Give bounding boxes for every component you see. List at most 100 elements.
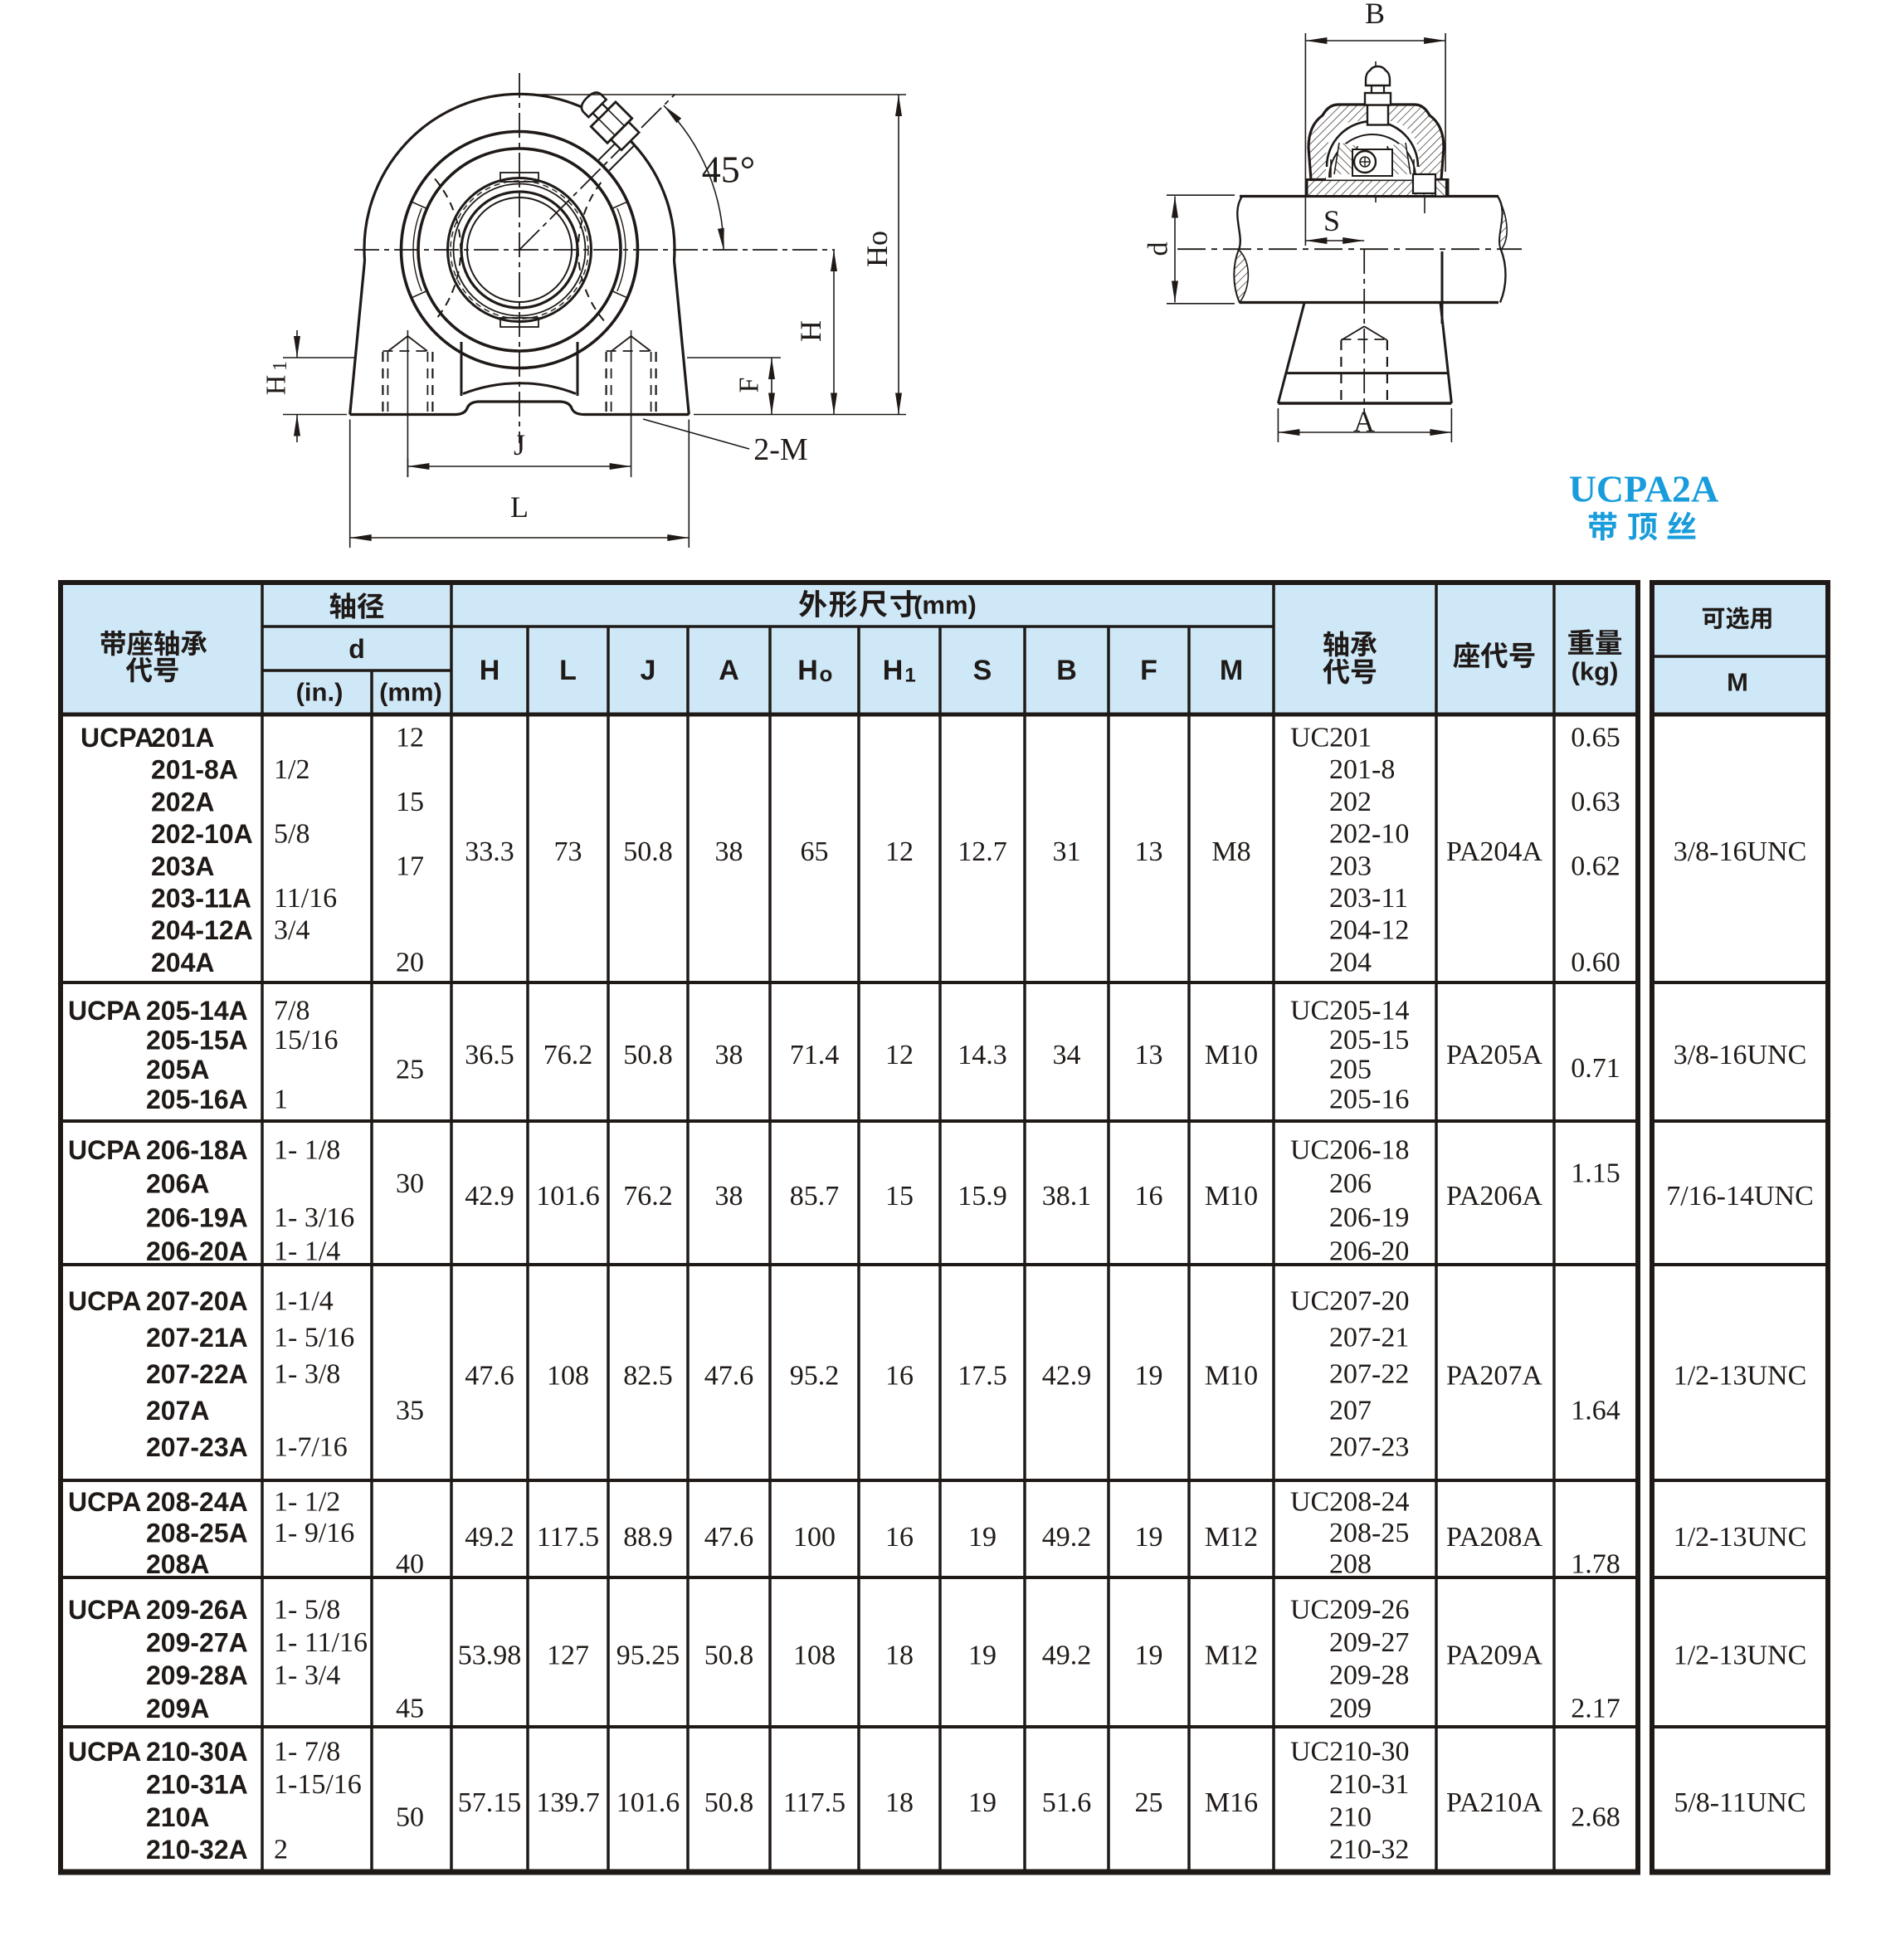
svg-text:38: 38 bbox=[715, 836, 743, 867]
svg-text:45°: 45° bbox=[702, 149, 755, 191]
svg-text:2-M: 2-M bbox=[753, 432, 807, 467]
svg-text:S: S bbox=[1323, 204, 1340, 237]
svg-text:36.5: 36.5 bbox=[465, 1040, 514, 1070]
svg-text:201A: 201A bbox=[151, 723, 215, 753]
svg-text:1/2-13UNC: 1/2-13UNC bbox=[1674, 1641, 1807, 1671]
svg-text:M: M bbox=[1727, 668, 1748, 697]
svg-text:204A: 204A bbox=[151, 948, 215, 978]
svg-text:206-20: 206-20 bbox=[1329, 1236, 1409, 1267]
svg-text:206: 206 bbox=[1329, 1168, 1372, 1199]
svg-text:UCPA: UCPA bbox=[68, 1737, 141, 1767]
svg-text:202A: 202A bbox=[151, 787, 215, 817]
svg-text:17: 17 bbox=[396, 851, 424, 881]
svg-text:95.2: 95.2 bbox=[790, 1361, 840, 1392]
svg-text:207-20A: 207-20A bbox=[146, 1286, 248, 1316]
svg-text:203A: 203A bbox=[151, 851, 215, 881]
svg-text:M12: M12 bbox=[1205, 1641, 1258, 1671]
svg-text:208: 208 bbox=[1329, 1548, 1372, 1579]
svg-text:2: 2 bbox=[274, 1835, 288, 1865]
svg-text:25: 25 bbox=[396, 1055, 424, 1085]
svg-text:12: 12 bbox=[396, 723, 424, 753]
svg-text:57.15: 57.15 bbox=[458, 1787, 522, 1818]
svg-text:49.2: 49.2 bbox=[1042, 1641, 1092, 1671]
svg-text:34: 34 bbox=[1053, 1040, 1081, 1070]
svg-text:209-27A: 209-27A bbox=[146, 1628, 248, 1658]
svg-text:209-28A: 209-28A bbox=[146, 1660, 248, 1690]
svg-text:d: d bbox=[348, 634, 365, 664]
svg-text:2.68: 2.68 bbox=[1571, 1802, 1620, 1832]
svg-text:205A: 205A bbox=[146, 1055, 210, 1085]
svg-text:0.65: 0.65 bbox=[1571, 723, 1620, 753]
svg-text:31: 31 bbox=[1053, 836, 1081, 867]
svg-text:210-30A: 210-30A bbox=[146, 1737, 248, 1767]
svg-text:202-10: 202-10 bbox=[1329, 819, 1409, 850]
svg-text:18: 18 bbox=[885, 1641, 914, 1671]
svg-text:209A: 209A bbox=[146, 1694, 210, 1724]
svg-text:205-16A: 205-16A bbox=[146, 1085, 248, 1114]
svg-text:50.8: 50.8 bbox=[623, 836, 673, 867]
svg-text:1.78: 1.78 bbox=[1571, 1548, 1620, 1579]
svg-text:UCPA: UCPA bbox=[68, 1487, 141, 1517]
svg-text:139.7: 139.7 bbox=[536, 1787, 600, 1818]
svg-text:47.6: 47.6 bbox=[704, 1522, 754, 1553]
svg-text:50: 50 bbox=[396, 1802, 424, 1832]
svg-text:108: 108 bbox=[547, 1361, 589, 1392]
svg-text:205: 205 bbox=[1329, 1055, 1372, 1085]
svg-text:205-16: 205-16 bbox=[1329, 1084, 1409, 1114]
svg-text:12: 12 bbox=[885, 1040, 914, 1070]
svg-text:5/8-11UNC: 5/8-11UNC bbox=[1674, 1787, 1805, 1818]
svg-text:UC208-24: UC208-24 bbox=[1290, 1487, 1410, 1518]
svg-text:1/2: 1/2 bbox=[274, 754, 309, 785]
svg-text:16: 16 bbox=[885, 1361, 914, 1392]
svg-text:1- 5/16: 1- 5/16 bbox=[274, 1323, 354, 1353]
svg-text:209: 209 bbox=[1329, 1693, 1372, 1724]
svg-text:210-31A: 210-31A bbox=[146, 1769, 248, 1799]
svg-text:76.2: 76.2 bbox=[543, 1040, 593, 1070]
svg-text:1: 1 bbox=[270, 361, 291, 371]
svg-text:117.5: 117.5 bbox=[783, 1787, 845, 1818]
svg-text:5/8: 5/8 bbox=[274, 819, 309, 850]
svg-text:205-14A: 205-14A bbox=[146, 996, 248, 1026]
svg-text:206-20A: 206-20A bbox=[146, 1236, 248, 1266]
svg-text:25: 25 bbox=[1135, 1787, 1163, 1818]
svg-text:207-21A: 207-21A bbox=[146, 1323, 248, 1353]
svg-text:d: d bbox=[1143, 242, 1174, 256]
svg-text:95.25: 95.25 bbox=[616, 1641, 680, 1671]
svg-text:40: 40 bbox=[396, 1548, 424, 1579]
svg-text:1- 3/16: 1- 3/16 bbox=[274, 1202, 354, 1233]
svg-text:207: 207 bbox=[1329, 1396, 1372, 1426]
svg-text:1- 1/2: 1- 1/2 bbox=[274, 1487, 340, 1518]
svg-text:207A: 207A bbox=[146, 1396, 210, 1426]
svg-text:1- 9/16: 1- 9/16 bbox=[274, 1518, 354, 1548]
svg-text:0.62: 0.62 bbox=[1571, 851, 1620, 881]
svg-text:205-15A: 205-15A bbox=[146, 1026, 248, 1056]
svg-text:(mm): (mm) bbox=[379, 678, 442, 707]
svg-text:208-24A: 208-24A bbox=[146, 1487, 248, 1517]
svg-text:1: 1 bbox=[274, 1084, 288, 1114]
svg-text:UC210-30: UC210-30 bbox=[1290, 1737, 1410, 1767]
svg-text:15: 15 bbox=[885, 1181, 914, 1212]
svg-text:M16: M16 bbox=[1205, 1787, 1258, 1818]
svg-text:1.64: 1.64 bbox=[1571, 1396, 1620, 1426]
svg-text:108: 108 bbox=[793, 1641, 836, 1671]
svg-text:101.6: 101.6 bbox=[616, 1787, 680, 1818]
svg-text:UCPA: UCPA bbox=[68, 1286, 141, 1316]
svg-text:M10: M10 bbox=[1205, 1040, 1258, 1070]
svg-text:15: 15 bbox=[396, 787, 424, 817]
svg-text:19: 19 bbox=[1135, 1522, 1163, 1553]
svg-text:A: A bbox=[719, 655, 739, 686]
svg-text:PA205A: PA205A bbox=[1446, 1040, 1542, 1070]
svg-text:Ho: Ho bbox=[860, 231, 894, 267]
svg-text:3/4: 3/4 bbox=[274, 915, 309, 946]
svg-text:1- 1/8: 1- 1/8 bbox=[274, 1135, 340, 1166]
svg-text:207-23: 207-23 bbox=[1329, 1432, 1409, 1463]
svg-text:210: 210 bbox=[1329, 1802, 1372, 1832]
svg-text:38.1: 38.1 bbox=[1042, 1181, 1092, 1212]
svg-text:127: 127 bbox=[547, 1641, 589, 1671]
svg-text:1- 1/4: 1- 1/4 bbox=[274, 1236, 340, 1267]
svg-text:1-1/4: 1-1/4 bbox=[274, 1286, 334, 1317]
svg-text:35: 35 bbox=[396, 1396, 424, 1426]
svg-text:H: H bbox=[797, 655, 818, 686]
svg-text:65: 65 bbox=[801, 836, 829, 867]
svg-text:209-27: 209-27 bbox=[1329, 1627, 1409, 1658]
